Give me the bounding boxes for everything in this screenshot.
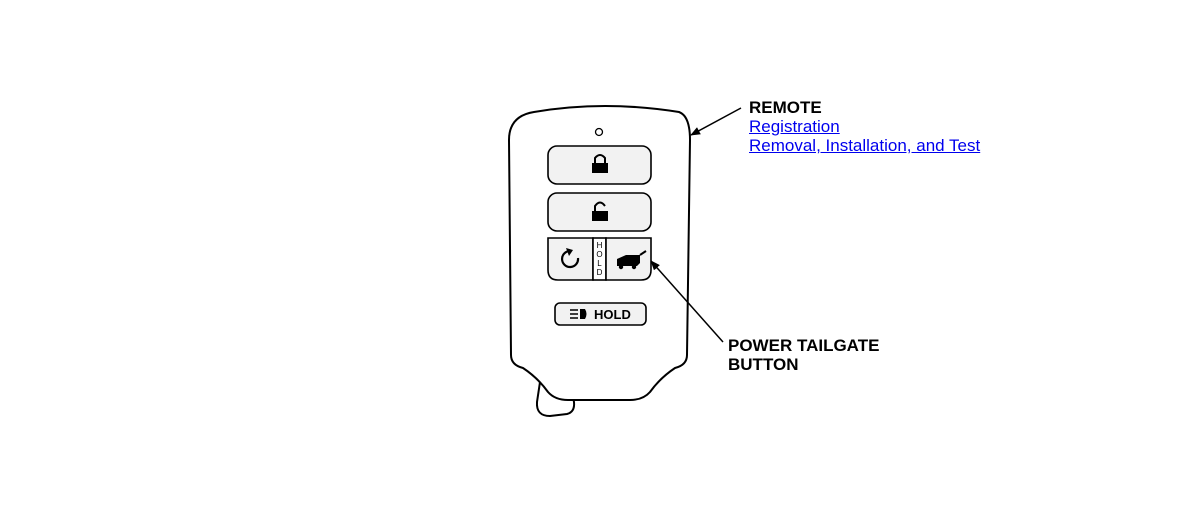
lock-icon [592,154,608,173]
registration-link[interactable]: Registration [749,117,840,136]
power-tailgate-callout: POWER TAILGATE BUTTON [728,336,879,374]
panic-button-label: HOLD [594,307,631,322]
unlock-button[interactable] [547,192,652,232]
unlock-icon [592,201,608,221]
hold-letter: L [597,259,602,268]
power-tailgate-button[interactable] [605,237,652,281]
remote-callout-title: REMOTE [749,98,822,117]
remote-leader-arrow [690,107,742,136]
indicator-light-icon [594,127,604,137]
remote-start-button[interactable] [547,237,594,281]
power-tailgate-callout-line2: BUTTON [728,355,799,374]
remote-start-icon [561,248,580,269]
hold-letter: O [596,250,602,259]
hold-letter: D [597,268,603,277]
tailgate-icon [617,250,647,270]
headlight-icon [570,309,587,319]
tailgate-leader-arrow [650,260,724,343]
hold-letter: H [597,241,603,250]
power-tailgate-callout-line1: POWER TAILGATE [728,336,880,355]
removal-installation-test-link[interactable]: Removal, Installation, and Test [749,136,981,155]
remote-callout: REMOTE Registration Removal, Installatio… [749,98,980,155]
panic-button[interactable]: HOLD [554,302,647,326]
tailgate-hold-strip: H O L D [592,237,607,281]
lock-button[interactable] [547,145,652,185]
